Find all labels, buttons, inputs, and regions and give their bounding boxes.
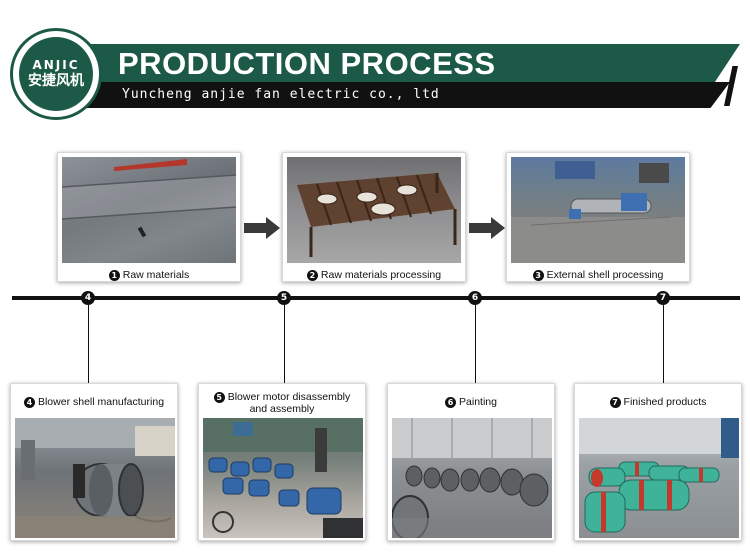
step-number-badge: 5 <box>213 391 225 403</box>
subtitle-banner <box>80 82 730 108</box>
step-number-badge: 2 <box>306 269 318 281</box>
timeline-marker: 7 <box>656 291 670 305</box>
page-title: PRODUCTION PROCESS <box>118 46 496 81</box>
blower-motor-assembly-photo <box>203 418 363 538</box>
timeline-marker: 5 <box>277 291 291 305</box>
arrow-right-icon <box>244 217 280 239</box>
painting-photo <box>392 418 552 538</box>
raw-materials-photo <box>62 157 236 263</box>
logo-text-en: ANJIC <box>32 58 80 72</box>
finished-products-photo <box>579 418 739 538</box>
step-label: Raw materials processing <box>320 269 442 281</box>
step-label: Blower motor disassembly <box>227 391 351 403</box>
steel-sheets-illustration <box>62 159 236 263</box>
step-label: Painting <box>459 396 497 408</box>
logo-badge: ANJIC 安捷风机 <box>19 37 93 111</box>
step-number-badge: 4 <box>23 396 35 408</box>
step-number-badge: 7 <box>609 396 621 408</box>
blower-shell-manufacturing-photo <box>15 418 175 538</box>
company-name: Yuncheng anjie fan electric co., ltd <box>122 87 440 102</box>
blower-shell-illustration <box>15 418 175 538</box>
timeline-connector <box>475 305 476 383</box>
timeline-connector <box>88 305 89 383</box>
step-label: External shell processing <box>546 269 664 281</box>
timeline-marker: 4 <box>81 291 95 305</box>
step-number-badge: 3 <box>532 269 544 281</box>
rolling-machine-illustration <box>511 161 685 263</box>
step-label-line2: and assembly <box>249 403 315 415</box>
timeline-connector <box>663 305 664 383</box>
title-banner <box>80 44 740 84</box>
anjic-logo: ANJIC 安捷风机 <box>10 28 102 120</box>
step-label: Blower shell manufacturing <box>37 396 165 408</box>
process-timeline <box>12 296 740 300</box>
step-number-badge: 6 <box>445 396 457 408</box>
step-number-badge: 1 <box>108 269 120 281</box>
raw-materials-processing-photo <box>287 157 461 263</box>
steel-frame-illustration <box>297 173 457 257</box>
step-label: Finished products <box>623 396 707 408</box>
logo-text-zh: 安捷风机 <box>28 73 84 89</box>
timeline-marker: 6 <box>468 291 482 305</box>
motors-illustration <box>203 418 363 538</box>
finished-fans-illustration <box>579 418 739 533</box>
timeline-connector <box>284 305 285 383</box>
step-label: Raw materials <box>122 269 190 281</box>
painted-fans-illustration <box>392 418 552 538</box>
arrow-right-icon <box>469 217 505 239</box>
external-shell-processing-photo <box>511 157 685 263</box>
